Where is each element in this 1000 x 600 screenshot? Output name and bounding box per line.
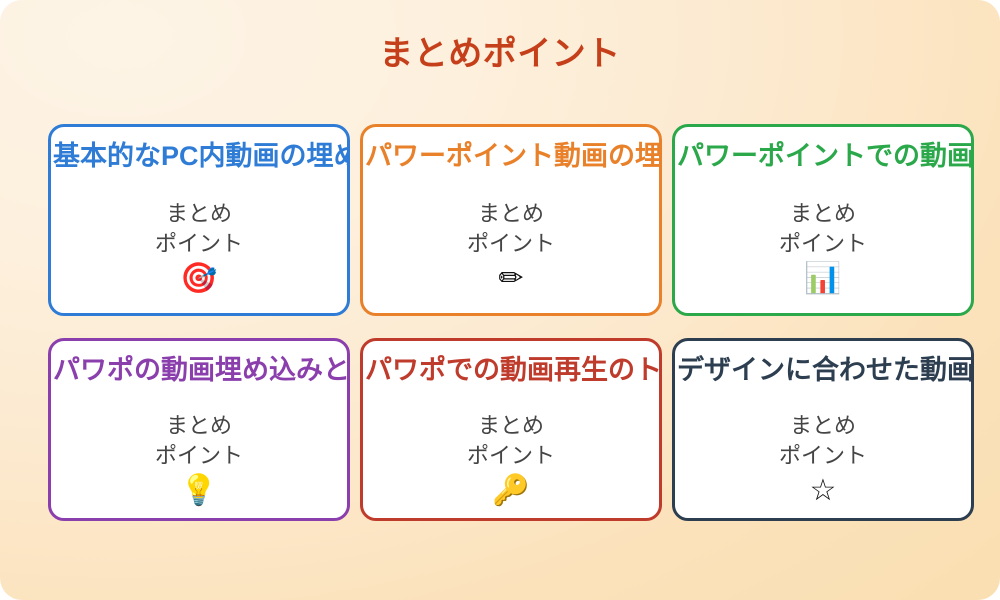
card-body-text: まとめ ポイント xyxy=(466,201,555,257)
summary-card-grid: 基本的なPC内動画の埋め まとめ ポイント 🎯 パワーポイント動画の埋め まとめ… xyxy=(48,124,974,521)
pencil-icon: ✏ xyxy=(498,260,524,296)
card-body-text: まとめ ポイント xyxy=(466,413,555,469)
page-title: まとめポイント xyxy=(379,35,621,73)
card-title: パワーポイント動画の埋め xyxy=(365,141,662,171)
summary-card[interactable]: デザインに合わせた動画の まとめ ポイント ☆ xyxy=(672,338,974,521)
lightbulb-icon: 💡 xyxy=(180,472,218,508)
key-icon: 🔑 xyxy=(492,472,530,508)
card-body-text: まとめ ポイント xyxy=(778,201,867,257)
card-title: パワーポイントでの動画の xyxy=(677,141,974,171)
summary-card[interactable]: パワポの動画埋め込みとリ まとめ ポイント 💡 xyxy=(48,338,350,521)
summary-card[interactable]: パワーポイントでの動画の まとめ ポイント 📊 xyxy=(672,124,974,316)
card-body-text: まとめ ポイント xyxy=(154,413,243,469)
card-title: デザインに合わせた動画の xyxy=(677,355,974,385)
card-body-text: まとめ ポイント xyxy=(154,201,243,257)
card-title: 基本的なPC内動画の埋め xyxy=(53,141,350,171)
card-body-text: まとめ ポイント xyxy=(778,413,867,469)
bar-chart-icon: 📊 xyxy=(804,260,842,296)
summary-card[interactable]: パワーポイント動画の埋め まとめ ポイント ✏ xyxy=(360,124,662,316)
summary-card[interactable]: パワポでの動画再生のトリ まとめ ポイント 🔑 xyxy=(360,338,662,521)
star-icon: ☆ xyxy=(809,472,837,508)
target-dart-icon: 🎯 xyxy=(180,260,218,296)
summary-card[interactable]: 基本的なPC内動画の埋め まとめ ポイント 🎯 xyxy=(48,124,350,316)
card-title: パワポでの動画再生のトリ xyxy=(365,355,662,385)
card-title: パワポの動画埋め込みとリ xyxy=(53,355,350,385)
